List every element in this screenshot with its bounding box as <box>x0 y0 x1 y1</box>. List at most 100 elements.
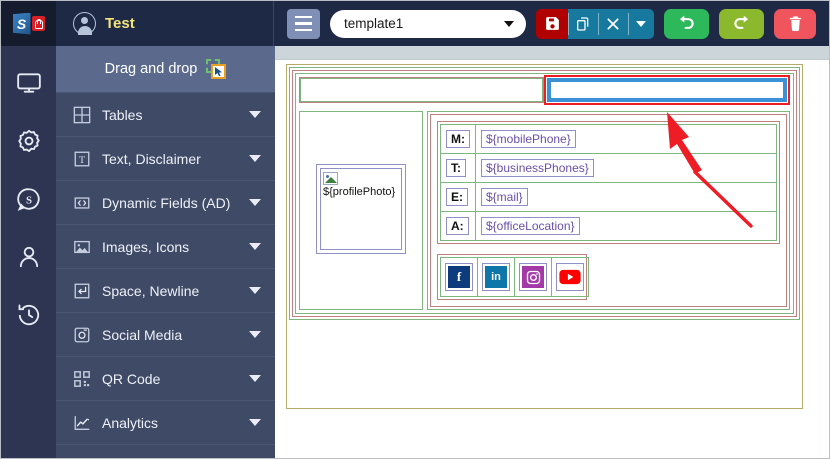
signature-document[interactable]: ${profilePhoto} <box>286 64 803 409</box>
contact-value-cell[interactable]: ${mail} <box>475 182 777 212</box>
doc-outer-green-frame: ${profilePhoto} <box>289 67 800 320</box>
user-avatar-icon <box>73 12 96 35</box>
contact-key-label: T: <box>446 159 466 177</box>
social-frame: f <box>445 263 473 291</box>
facebook-icon: f <box>448 266 470 288</box>
caret-down-icon <box>636 20 646 27</box>
hamburger-menu-icon[interactable] <box>287 8 320 39</box>
chart-line-icon <box>72 413 91 432</box>
profile-photo-cell[interactable]: ${profilePhoto} <box>299 111 423 310</box>
undo-button[interactable] <box>664 8 709 39</box>
contact-value-token: ${businessPhones} <box>481 159 594 177</box>
social-cell-instagram[interactable] <box>514 257 552 297</box>
template-select[interactable]: template1 <box>330 9 526 38</box>
clock-history-icon[interactable] <box>14 300 44 330</box>
social-cell-linkedin[interactable]: in <box>477 257 515 297</box>
save-button[interactable] <box>536 8 568 39</box>
trash-bin-icon <box>789 16 801 31</box>
table-row[interactable]: T: ${businessPhones} <box>440 153 777 183</box>
gear-settings-icon[interactable] <box>14 126 44 156</box>
user-account[interactable]: Test <box>73 12 135 35</box>
chevron-down-icon[interactable] <box>249 375 261 382</box>
sidebar-item-label: QR Code <box>102 370 161 387</box>
social-media-row: f in <box>437 254 589 300</box>
canvas-top-strip <box>275 46 829 60</box>
sidebar-item-label: Social Media <box>102 326 183 343</box>
contact-key-cell[interactable]: T: <box>440 153 476 183</box>
social-frame: in <box>482 263 510 291</box>
sidebar-item-text-disclaimer[interactable]: T Text, Disclaimer <box>56 137 275 181</box>
more-options-button[interactable] <box>628 8 654 39</box>
redo-button[interactable] <box>719 8 764 39</box>
app-logo[interactable]: S <box>1 1 56 46</box>
social-cell-youtube[interactable] <box>551 257 589 297</box>
menu-bar-2 <box>295 22 312 25</box>
sidebar-item-label: Text, Disclaimer <box>102 150 201 167</box>
contact-key-cell[interactable]: A: <box>440 211 476 241</box>
contact-value-token: ${mobilePhone} <box>481 130 576 148</box>
chevron-down-icon[interactable] <box>249 199 261 206</box>
broken-image-icon <box>323 172 338 185</box>
user-person-icon[interactable] <box>14 242 44 272</box>
duplicate-button[interactable] <box>568 8 598 39</box>
doc-inner-green-frame: ${profilePhoto} <box>295 73 794 314</box>
cursor-box-shape <box>211 64 227 79</box>
sidebar-item-space-newline[interactable]: Space, Newline <box>56 269 275 313</box>
enter-return-icon <box>72 281 91 300</box>
table-row[interactable]: A: ${officeLocation} <box>440 211 777 241</box>
camera-social-icon <box>72 325 91 344</box>
header-cell-left[interactable] <box>299 77 544 103</box>
contact-key-cell[interactable]: E: <box>440 182 476 212</box>
linkedin-icon: in <box>485 266 507 288</box>
profile-photo-inner: ${profilePhoto} <box>320 168 402 250</box>
profile-photo-outer: ${profilePhoto} <box>316 164 406 254</box>
profile-photo-label: ${profilePhoto} <box>323 186 396 198</box>
chevron-down-icon[interactable] <box>249 287 261 294</box>
chevron-down-icon[interactable] <box>249 243 261 250</box>
delete-button[interactable] <box>774 8 816 39</box>
image-picture-icon <box>72 237 91 256</box>
details-cell[interactable]: M: ${mobilePhone} <box>427 111 790 310</box>
youtube-icon <box>559 266 581 288</box>
contact-key-cell[interactable]: M: <box>440 124 476 154</box>
sidebar-item-label: Tables <box>102 106 143 123</box>
contact-table: M: ${mobilePhone} <box>440 124 777 241</box>
copy-duplicate-icon <box>577 16 589 31</box>
contact-table-wrapper: M: ${mobilePhone} <box>437 121 780 244</box>
chevron-down-icon[interactable] <box>249 111 261 118</box>
editor-canvas[interactable]: ${profilePhoto} <box>275 46 829 458</box>
sidebar-item-dynamic-fields[interactable]: Dynamic Fields (AD) <box>56 181 275 225</box>
chat-signature-icon[interactable]: S <box>14 184 44 214</box>
table-row[interactable]: M: ${mobilePhone} <box>440 124 777 154</box>
svg-text:S: S <box>25 194 31 206</box>
close-button[interactable] <box>598 8 628 39</box>
user-name-label: Test <box>105 15 135 32</box>
header-cell-selected[interactable] <box>544 75 790 105</box>
qr-code-icon <box>72 369 91 388</box>
sidebar-header-label: Drag and drop <box>104 61 198 77</box>
sidebar-item-qr-code[interactable]: QR Code <box>56 357 275 401</box>
chevron-down-icon[interactable] <box>249 155 261 162</box>
contact-value-cell[interactable]: ${officeLocation} <box>475 211 777 241</box>
table-row: f in <box>440 257 589 297</box>
contact-value-cell[interactable]: ${businessPhones} <box>475 153 777 183</box>
drag-and-drop-icon <box>206 59 227 79</box>
contact-value-token: ${officeLocation} <box>481 217 580 235</box>
sidebar-item-social-media[interactable]: Social Media <box>56 313 275 357</box>
lock-icon <box>31 16 45 31</box>
chevron-down-icon <box>504 20 514 27</box>
social-cell-facebook[interactable]: f <box>440 257 478 297</box>
left-icon-rail: S <box>1 46 56 458</box>
redo-arrow-icon <box>734 15 749 29</box>
template-select-value: template1 <box>344 16 404 31</box>
sidebar-item-images-icons[interactable]: Images, Icons <box>56 225 275 269</box>
monitor-display-icon[interactable] <box>14 68 44 98</box>
social-media-table: f in <box>440 257 589 297</box>
table-row[interactable]: E: ${mail} <box>440 182 777 212</box>
chevron-down-icon[interactable] <box>249 331 261 338</box>
floppy-save-icon <box>545 17 559 30</box>
sidebar-item-tables[interactable]: Tables <box>56 93 275 137</box>
chevron-down-icon[interactable] <box>249 419 261 426</box>
sidebar-item-analytics[interactable]: Analytics <box>56 401 275 445</box>
contact-value-cell[interactable]: ${mobilePhone} <box>475 124 777 154</box>
